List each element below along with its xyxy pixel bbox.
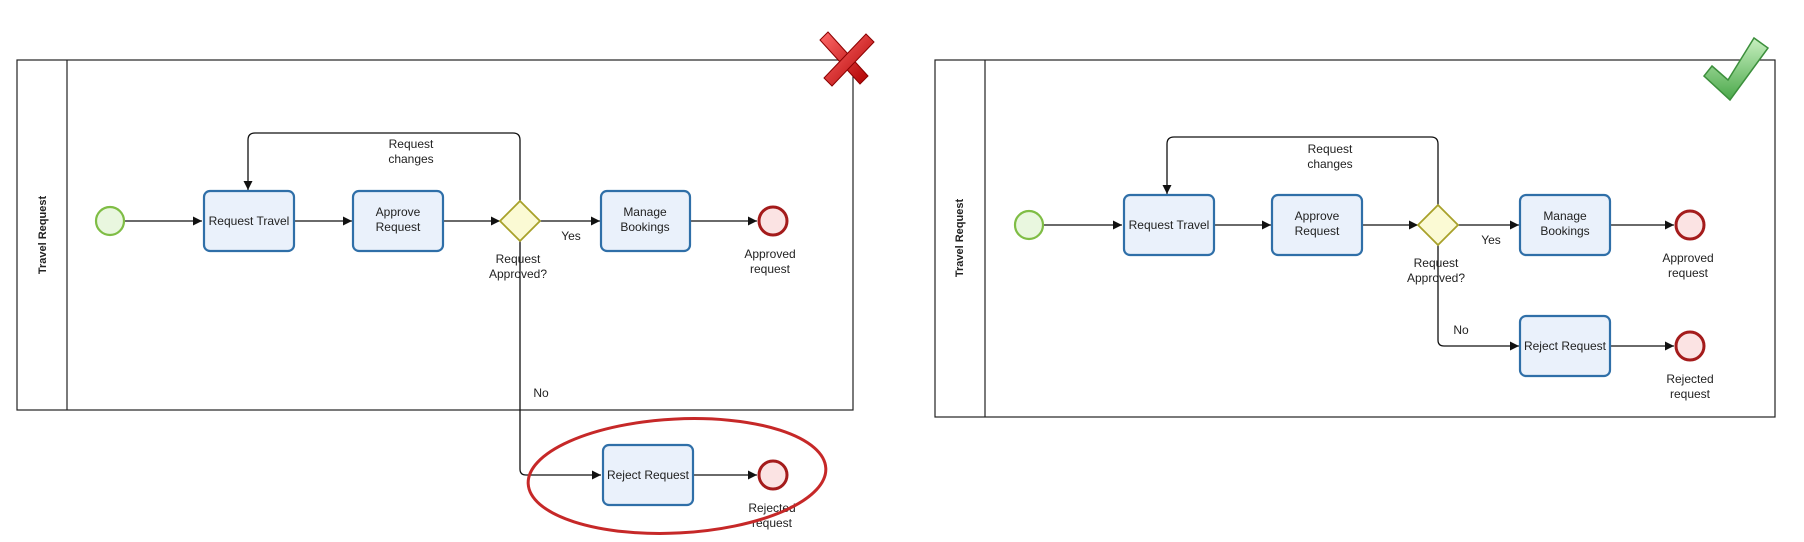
task-label: Reject Request xyxy=(607,468,690,482)
label-line: Manage xyxy=(1543,209,1587,223)
end-event-approved[interactable] xyxy=(757,205,789,237)
task-reject-request[interactable]: Reject Request xyxy=(1518,314,1612,378)
label-line: Rejected xyxy=(1666,372,1713,386)
label-line: Approved xyxy=(1662,251,1713,265)
label-line: request xyxy=(750,262,791,276)
label-line: Bookings xyxy=(1540,224,1589,238)
end-event-approved[interactable] xyxy=(1674,209,1706,241)
pool-label: Travel Request xyxy=(954,199,966,278)
flow-request-changes xyxy=(243,132,521,201)
label-line: Request xyxy=(496,252,541,266)
label-line: Request xyxy=(1295,224,1340,238)
green-check-icon xyxy=(1702,36,1770,102)
exclusive-gateway[interactable] xyxy=(498,199,542,243)
label-line: Request xyxy=(1414,256,1459,270)
label-line: Request xyxy=(1308,142,1353,156)
pool xyxy=(934,59,1776,418)
label-line: Request xyxy=(376,220,421,234)
task-label: Request Travel xyxy=(1129,218,1210,232)
task-reject-request[interactable]: Reject Request xyxy=(601,443,695,507)
label-no: No xyxy=(1453,323,1469,337)
label-line: Bookings xyxy=(620,220,669,234)
exclusive-gateway[interactable] xyxy=(1416,203,1460,247)
label-line: request xyxy=(1670,387,1711,401)
start-event[interactable] xyxy=(94,205,126,237)
label-no: No xyxy=(533,386,549,400)
label-line: Approve xyxy=(1295,209,1340,223)
label-line: changes xyxy=(388,152,433,166)
label-line: Approved? xyxy=(489,267,547,281)
highlight-circle xyxy=(526,417,828,535)
label-yes: Yes xyxy=(1481,233,1501,247)
label-line: Approved? xyxy=(1407,271,1465,285)
flow-request-changes xyxy=(1162,136,1439,205)
label-line: Approve xyxy=(376,205,421,219)
pool xyxy=(16,59,854,411)
start-event[interactable] xyxy=(1013,209,1045,241)
label-line: changes xyxy=(1307,157,1352,171)
end-event-rejected[interactable] xyxy=(1674,330,1706,362)
pool-label: Travel Request xyxy=(37,196,49,275)
flow-gateway-no xyxy=(519,241,601,480)
label-line: Manage xyxy=(623,205,667,219)
label-line: Approved xyxy=(744,247,795,261)
task-request-travel[interactable]: Request Travel xyxy=(202,189,296,253)
label-line: request xyxy=(1668,266,1709,280)
task-label: Reject Request xyxy=(1524,339,1607,353)
task-label: Request Travel xyxy=(209,214,290,228)
label-line: request xyxy=(752,516,793,530)
end-event-rejected[interactable] xyxy=(757,459,789,491)
red-cross-icon xyxy=(819,31,875,87)
task-request-travel[interactable]: Request Travel xyxy=(1122,193,1216,257)
label-line: Request xyxy=(389,137,434,151)
label-yes: Yes xyxy=(561,229,581,243)
flow-gateway-no xyxy=(1437,245,1519,351)
